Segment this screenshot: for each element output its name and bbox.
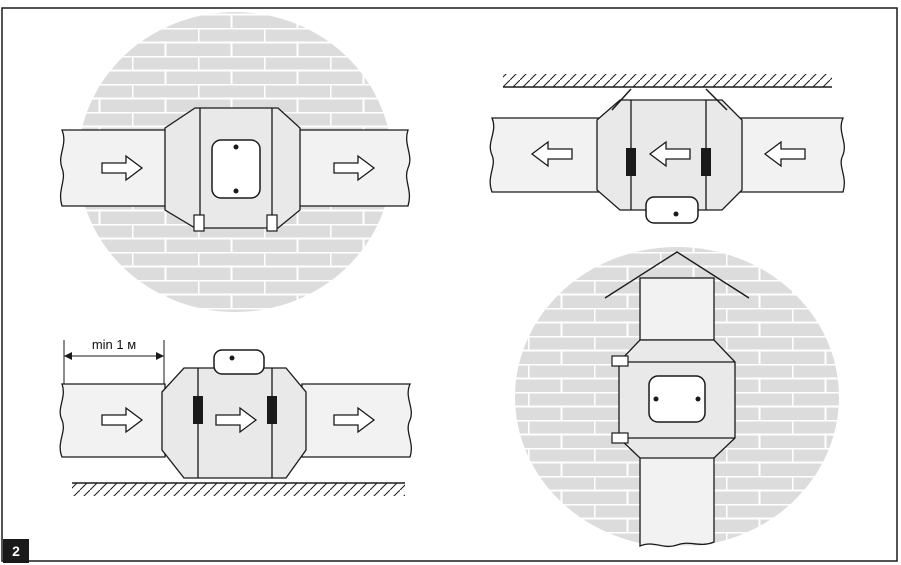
panel-duct-through-wall	[59, 12, 411, 312]
min-distance-dimension: min 1 м	[63, 337, 165, 385]
roof-cap	[604, 251, 750, 299]
panel-ceiling-mounted-fan	[489, 74, 845, 224]
bracket-right	[266, 214, 278, 232]
inline-fan	[161, 349, 307, 479]
inline-fan	[611, 339, 736, 459]
figure-frame	[1, 7, 898, 562]
bracket-bottom	[611, 432, 629, 444]
panel-floor-mounted-fan: min 1 м	[59, 337, 412, 496]
terminal-box	[211, 139, 261, 199]
terminal-box	[213, 349, 265, 375]
inline-fan	[164, 107, 301, 232]
bracket-top	[611, 355, 629, 367]
terminal-box	[648, 375, 706, 423]
suspension-bracket	[611, 88, 728, 111]
ceiling-surface	[503, 74, 832, 87]
page-number-badge: 2	[3, 539, 29, 563]
duct-bottom	[639, 454, 715, 548]
min-distance-label: min 1 м	[92, 337, 136, 352]
duct-top	[639, 277, 715, 341]
terminal-box	[645, 196, 699, 224]
floor-surface	[72, 483, 405, 496]
bracket-left	[193, 214, 205, 232]
panel-vertical-roof-exhaust	[515, 247, 839, 548]
